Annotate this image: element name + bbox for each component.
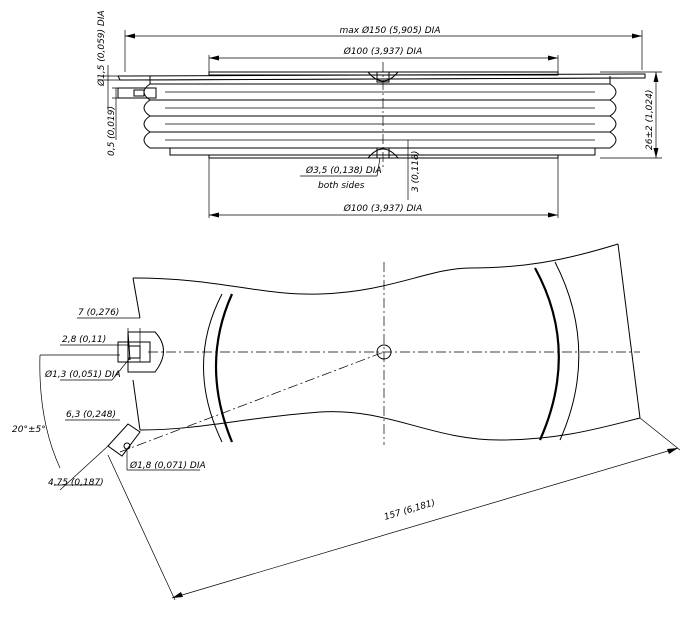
- gap-label: 0,5 (0,019): [107, 106, 117, 156]
- bottom-diameter-label: Ø100 (3,937) DIA: [343, 203, 423, 214]
- lead-length-dimension: 157 (6,181): [107, 417, 681, 601]
- gate-offset-label: 4,75 (0,187): [48, 478, 104, 488]
- height-label: 26±2 (1,024): [645, 90, 655, 150]
- hole-diameter-label: Ø3,5 (0,138) DIA: [305, 165, 382, 176]
- lead-length-label: 157 (6,181): [383, 498, 436, 523]
- max-diameter-dimension: max Ø150 (5,905) DIA: [124, 25, 643, 72]
- gate-width-label: 6,3 (0,248): [66, 410, 116, 420]
- gate-hole-label: Ø1,8 (0,071) DIA: [129, 460, 206, 471]
- side-view: max Ø150 (5,905) DIA Ø100 (3,937) DIA: [96, 10, 662, 218]
- left-terminal-detail: Ø1,5 (0,059) DIA 0,5 (0,019): [96, 10, 157, 156]
- centre-hole: [148, 262, 640, 445]
- hole-diameter-callout: Ø3,5 (0,138) DIA both sides: [300, 157, 382, 191]
- max-diameter-label: max Ø150 (5,905) DIA: [340, 25, 441, 36]
- angle-label: 20°±5°: [12, 425, 46, 435]
- terminal-hole-label: Ø1,3 (0,051) DIA: [44, 369, 121, 380]
- bottom-diameter-dimension: Ø100 (3,937) DIA: [208, 158, 559, 218]
- angle-dimension: 20°±5°: [12, 351, 385, 469]
- top-diameter-dimension: Ø100 (3,937) DIA: [208, 46, 559, 72]
- hole-note: both sides: [318, 181, 365, 191]
- height-dimension: 26±2 (1,024): [600, 71, 662, 159]
- centre-holes: [367, 62, 399, 168]
- housing-body: [117, 71, 646, 159]
- hole-depth-label: 3 (0,118): [411, 151, 421, 192]
- terminal-width-label: 2,8 (0,11): [62, 335, 106, 345]
- terminal-hole-callout: Ø1,3 (0,051) DIA: [40, 354, 131, 381]
- top-view: 7 (0,276) 2,8 (0,11) Ø1,3 (0,051) DIA 20…: [12, 243, 681, 601]
- hole-depth-dimension: 3 (0,118): [392, 140, 421, 200]
- top-diameter-label: Ø100 (3,937) DIA: [343, 46, 423, 57]
- gate-terminal: 6,3 (0,248) 4,75 (0,187) Ø1,8 (0,071) DI…: [48, 410, 206, 491]
- upper-terminal: 7 (0,276) 2,8 (0,11): [60, 308, 164, 373]
- flange-thickness-label: Ø1,5 (0,059) DIA: [96, 10, 107, 87]
- lead-width-label: 7 (0,276): [78, 308, 119, 318]
